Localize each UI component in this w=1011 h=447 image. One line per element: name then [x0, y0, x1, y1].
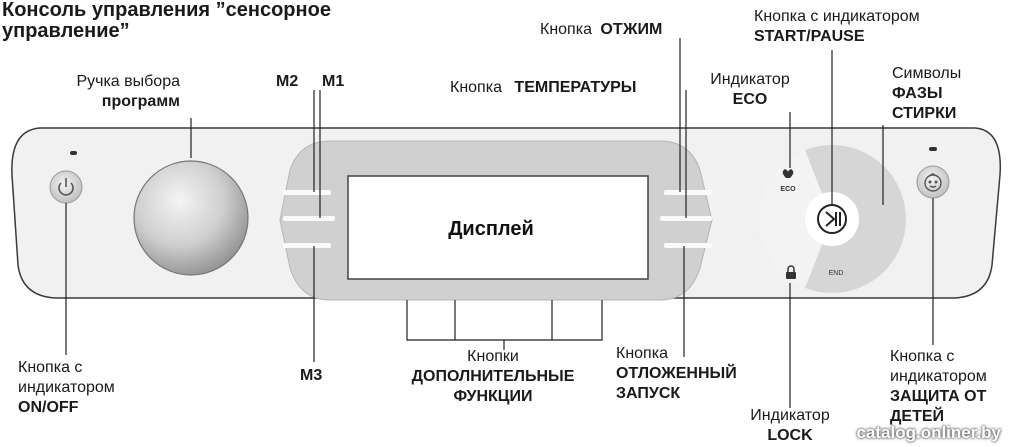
label-line: ФУНКЦИИ	[453, 388, 533, 405]
m2-button[interactable]	[283, 190, 331, 195]
m2-label: M2	[276, 73, 299, 90]
label-part: Кнопка	[540, 21, 592, 38]
delay-start-button[interactable]	[664, 243, 712, 248]
program-knob-label: Ручка выбора программ	[50, 72, 180, 112]
display-label: Дисплей	[448, 218, 534, 240]
on-off-label: Кнопка с индикатором ON/OFF	[18, 358, 115, 418]
label-line: Кнопка с индикатором	[754, 8, 920, 25]
label-line: ON/OFF	[18, 399, 79, 416]
label-part: ТЕМПЕРАТУРЫ	[514, 79, 637, 96]
play-icon	[825, 211, 836, 227]
label-line: Кнопка	[616, 345, 668, 362]
label-line: Индикатор	[710, 71, 790, 88]
label-line: ОТЛОЖЕННЫЙ	[616, 365, 737, 382]
label-line: Кнопка с	[18, 359, 83, 376]
label-line: Кнопки	[467, 348, 519, 365]
child-face-icon	[924, 173, 942, 192]
power-led	[70, 151, 77, 155]
display-screen	[347, 175, 649, 280]
m1-button[interactable]	[283, 216, 335, 221]
label-line: СТИРКИ	[892, 105, 957, 122]
m1-label: M1	[322, 73, 345, 90]
spin-button[interactable]	[664, 190, 712, 195]
label-line: ЗАПУСК	[616, 385, 681, 402]
delay-start-label: Кнопка ОТЛОЖЕННЫЙ ЗАПУСК	[616, 344, 737, 404]
child-lock-button[interactable]	[916, 165, 950, 199]
label-part: Кнопка	[450, 79, 502, 96]
label-line: индикатором	[890, 368, 987, 385]
title-line-1: Консоль управления ”сенсорное	[2, 0, 331, 21]
program-knob[interactable]	[133, 160, 249, 276]
label-line: Кнопка с	[890, 348, 955, 365]
watermark: catalog.onliner.by	[856, 423, 1001, 442]
label-line: индикатором	[18, 379, 115, 396]
lock-label: Индикатор LOCK	[743, 406, 837, 446]
leaf-icon	[782, 169, 794, 178]
eco-indicator-text: ECO	[780, 186, 796, 193]
start-pause-label: Кнопка с индикатором START/PAUSE	[754, 7, 920, 47]
phases-label: Символы ФАЗЫ СТИРКИ	[892, 64, 961, 124]
label-line: программ	[101, 93, 180, 110]
label-line: Ручка выбора	[76, 73, 180, 90]
label-line: ДОПОЛНИТЕЛЬНЫЕ	[411, 368, 575, 385]
label-line: Символы	[892, 65, 962, 82]
eco-label: Индикатор ECO	[708, 70, 792, 110]
label-line: LOCK	[767, 427, 813, 444]
label-line: Индикатор	[750, 407, 830, 424]
title-line-2: управление”	[2, 20, 130, 42]
label-line: START/PAUSE	[754, 28, 865, 45]
label-line: ECO	[732, 91, 768, 108]
leader-lines	[65, 38, 934, 408]
temperature-button[interactable]	[660, 216, 712, 221]
label-line: ДЕТЕЙ	[890, 408, 945, 425]
end-phase-text: END	[829, 270, 844, 277]
options-label: Кнопки ДОПОЛНИТЕЛЬНЫЕ ФУНКЦИИ	[388, 347, 598, 407]
label-line: ФАЗЫ	[892, 85, 943, 102]
child-lock-led	[929, 147, 937, 151]
spin-label: Кнопка ОТЖИМ	[540, 20, 662, 40]
label-line: ЗАЩИТА ОТ	[890, 388, 987, 405]
diagram-title: Консоль управления ”сенсорное управление…	[2, 0, 331, 42]
power-icon	[58, 178, 74, 196]
child-lock-label: Кнопка с индикатором ЗАЩИТА ОТ ДЕТЕЙ	[890, 347, 987, 427]
label-part: ОТЖИМ	[600, 21, 663, 38]
m3-label: M3	[300, 367, 323, 384]
lock-icon	[786, 265, 796, 279]
m3-button[interactable]	[283, 243, 331, 248]
temperature-label: Кнопка ТЕМПЕРАТУРЫ	[450, 78, 636, 98]
